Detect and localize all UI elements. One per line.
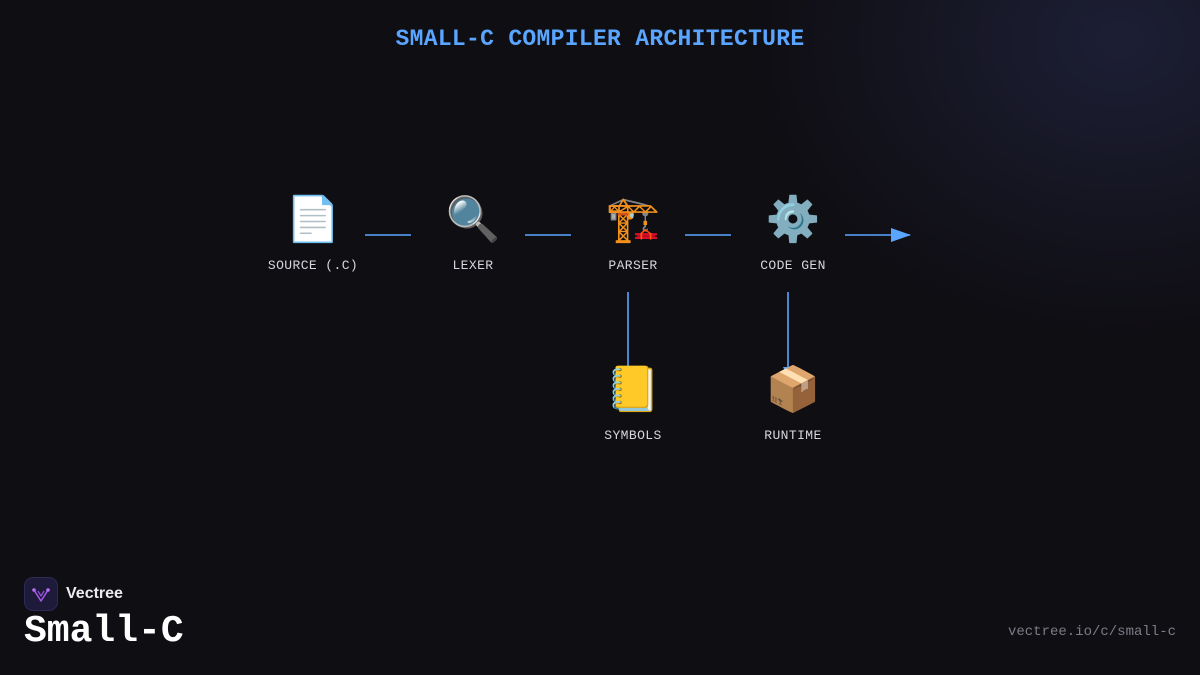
node-lexer: 🔍 LEXER bbox=[403, 192, 543, 273]
node-codegen: ⚙️ CODE GEN bbox=[723, 192, 863, 273]
node-parser-label: PARSER bbox=[608, 258, 658, 273]
node-lexer-label: LEXER bbox=[452, 258, 494, 273]
diagram-title: SMALL-C COMPILER ARCHITECTURE bbox=[395, 26, 805, 52]
node-symbols-label: SYMBOLS bbox=[604, 428, 662, 443]
node-symbols: 📒 SYMBOLS bbox=[563, 362, 703, 443]
node-runtime-label: RUNTIME bbox=[764, 428, 822, 443]
node-source-label: SOURCE (.C) bbox=[267, 258, 359, 273]
vectree-logo-icon bbox=[24, 577, 58, 611]
package-icon: 📦 bbox=[765, 364, 821, 415]
magnifier-icon: 🔍 bbox=[445, 194, 501, 245]
product-name: Small-C bbox=[24, 610, 184, 653]
gear-icon: ⚙️ bbox=[765, 194, 821, 245]
node-runtime: 📦 RUNTIME bbox=[723, 362, 863, 443]
brand-name: Vectree bbox=[66, 585, 123, 602]
node-codegen-label: CODE GEN bbox=[760, 258, 826, 273]
brand[interactable]: Vectree bbox=[24, 577, 123, 611]
footer-url-link[interactable]: vectree.io/c/small-c bbox=[1007, 624, 1176, 640]
node-source: 📄 SOURCE (.C) bbox=[243, 192, 383, 273]
node-parser: 🏗️ PARSER bbox=[563, 192, 703, 273]
crane-icon: 🏗️ bbox=[605, 194, 661, 245]
document-icon: 📄 bbox=[285, 194, 341, 245]
notebook-icon: 📒 bbox=[605, 364, 661, 415]
